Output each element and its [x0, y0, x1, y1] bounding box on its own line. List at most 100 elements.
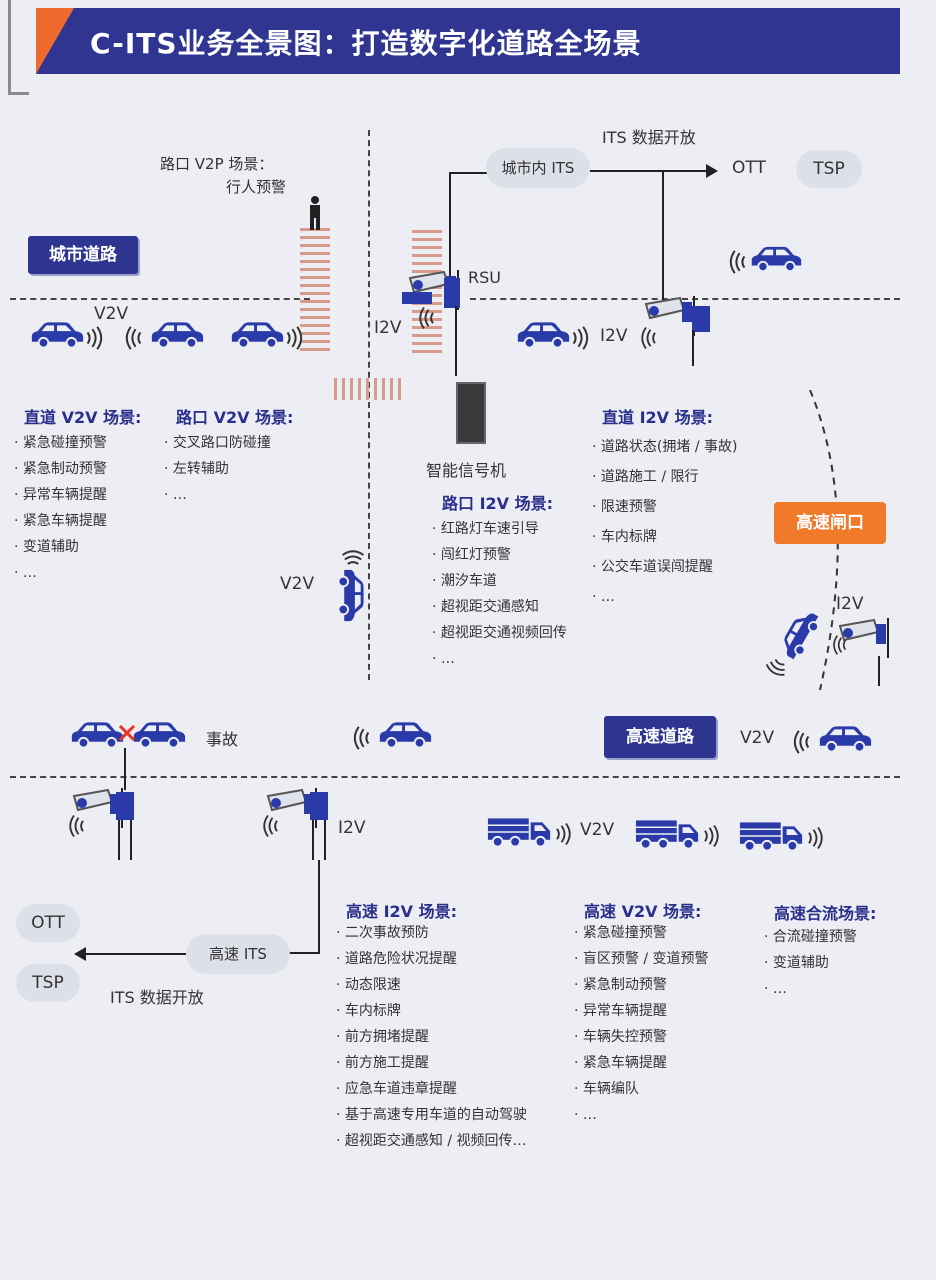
- ott-label: OTT: [732, 158, 766, 178]
- crosswalk-vertical: [300, 228, 330, 351]
- hw-merge-title: 高速合流场景:: [774, 904, 877, 923]
- list-item: 道路施工 / 限行: [592, 462, 737, 492]
- list-item: 闯红灯预警: [432, 542, 567, 568]
- corner-frame: [8, 0, 29, 95]
- list-item: 前方拥堵提醒: [336, 1024, 527, 1050]
- list-item: 超视距交通视频回传: [432, 620, 567, 646]
- list-item: 动态限速: [336, 972, 527, 998]
- title-banner: [36, 8, 900, 74]
- car-icon: [148, 320, 206, 350]
- rsu-unit-icon: [310, 792, 328, 820]
- urban-road-vertical-line: [368, 130, 370, 680]
- list-item: 公交车道误闯提醒: [592, 552, 737, 582]
- list-item: 超视距交通感知: [432, 594, 567, 620]
- car-icon: [816, 724, 874, 754]
- straight-v2v-title: 直道 V2V 场景:: [24, 408, 142, 427]
- car-icon: [336, 566, 366, 624]
- v2p-title: 路口 V2P 场景：: [160, 155, 274, 173]
- list-item: 紧急车辆提醒: [14, 508, 107, 534]
- junction-i2v-list: 红路灯车速引导 闯红灯预警 潮汐车道 超视距交通感知 超视距交通视频回传 …: [432, 516, 567, 672]
- car-icon: [28, 320, 86, 350]
- highway-tsp-cloud: TSP: [16, 964, 80, 1002]
- list-item: 紧急制动预警: [14, 456, 107, 482]
- list-item: 潮汐车道: [432, 568, 567, 594]
- urban-road-line-left: [10, 298, 310, 300]
- car-icon: [748, 244, 804, 274]
- accident-label: 事故: [206, 730, 239, 749]
- list-item: 车辆失控预警: [574, 1024, 709, 1050]
- signal-waves-icon: [68, 814, 86, 838]
- its-open-label: ITS 数据开放: [602, 128, 696, 147]
- rsu-unit-icon: [116, 792, 134, 820]
- highway-v2v-label: V2V: [740, 728, 775, 748]
- truck-v2v-label: V2V: [580, 820, 615, 840]
- straight-v2v-list: 紧急碰撞预警 紧急制动预警 异常车辆提醒 紧急车辆提醒 变道辅助 …: [14, 430, 107, 586]
- city-its-cloud: 城市内 ITS: [486, 148, 590, 188]
- list-item: 道路状态(拥堵 / 事故): [592, 432, 738, 462]
- signal-waves-icon: [806, 826, 824, 850]
- highway-ott-cloud: OTT: [16, 904, 80, 942]
- i2v-label-left: I2V: [374, 318, 402, 338]
- i2v-label-right: I2V: [600, 326, 628, 346]
- arrow-left-icon: [74, 947, 86, 961]
- signal-waves-icon: [792, 730, 812, 754]
- accident-link-line: [124, 748, 126, 790]
- signal-waves-icon: [124, 326, 144, 350]
- straight-i2v-title: 直道 I2V 场景:: [602, 408, 714, 427]
- list-item: 紧急碰撞预警: [574, 920, 709, 946]
- cloud-to-rsu-line: [662, 170, 664, 300]
- list-item: 前方施工提醒: [336, 1050, 527, 1076]
- signal-waves-icon: [570, 326, 590, 350]
- car-icon: [514, 320, 572, 350]
- signal-waves-icon: [341, 549, 365, 567]
- hw-i2v-list: 二次事故预防 道路危险状况提醒 动态限速 车内标牌 前方拥堵提醒 前方施工提醒 …: [336, 920, 527, 1154]
- v2v-label-vertical: V2V: [280, 574, 315, 594]
- list-item: 异常车辆提醒: [14, 482, 107, 508]
- rsu-pole: [324, 820, 326, 860]
- signal-controller-icon: [456, 382, 486, 444]
- list-item: 超视距交通感知 / 视频回传…: [336, 1128, 527, 1154]
- highway-rsu-line: [318, 860, 320, 954]
- list-item: 左转辅助: [164, 456, 271, 482]
- car-icon: [376, 720, 434, 750]
- straight-i2v-list: 道路状态(拥堵 / 事故) 道路施工 / 限行 限速预警 车内标牌 公交车道误闯…: [592, 432, 738, 612]
- arrow-right-icon: [706, 164, 718, 178]
- traffic-light-icon: [402, 292, 432, 304]
- list-item: …: [574, 1102, 709, 1128]
- hw-v2v-list: 紧急碰撞预警 盲区预警 / 变道预警 紧急制动预警 异常车辆提醒 车辆失控预警 …: [574, 920, 709, 1128]
- signal-waves-icon: [284, 326, 304, 350]
- rsu-pole: [130, 820, 132, 860]
- signal-waves-icon: [640, 326, 658, 350]
- highway-gate-badge: 高速闸口: [774, 502, 886, 544]
- rsu-label: RSU: [468, 268, 501, 287]
- junction-i2v-title: 路口 I2V 场景:: [442, 494, 554, 513]
- list-item: 盲区预警 / 变道预警: [574, 946, 709, 972]
- v2p-subtitle: 行人预警: [226, 178, 287, 196]
- truck-icon: [486, 816, 554, 850]
- hw-i2v-title: 高速 I2V 场景:: [346, 902, 458, 921]
- list-item: 限速预警: [592, 492, 737, 522]
- highway-its-open-arrow: [84, 953, 186, 955]
- list-item: 紧急车辆提醒: [574, 1050, 709, 1076]
- list-item: 异常车辆提醒: [574, 998, 709, 1024]
- list-item: …: [432, 646, 567, 672]
- signal-waves-icon: [352, 726, 372, 750]
- list-item: 车内标牌: [592, 522, 737, 552]
- signal-controller-label: 智能信号机: [426, 461, 507, 480]
- highway-its-cloud: 高速 ITS: [186, 934, 290, 974]
- rsu-pole: [692, 330, 694, 366]
- list-item: 车内标牌: [336, 998, 527, 1024]
- list-item: 基于高速专用车道的自动驾驶: [336, 1102, 527, 1128]
- truck-icon: [634, 818, 702, 852]
- rsu-pole: [118, 820, 120, 860]
- list-item: …: [764, 976, 857, 1002]
- pedestrian-icon: [310, 196, 320, 230]
- list-item: 应急车道违章提醒: [336, 1076, 527, 1102]
- list-item: 变道辅助: [14, 534, 107, 560]
- highway-i2v-label: I2V: [338, 818, 366, 838]
- signal-waves-icon: [728, 250, 748, 274]
- crash-x-icon: [118, 724, 136, 742]
- car-icon: [228, 320, 286, 350]
- signal-waves-icon: [554, 822, 572, 846]
- banner-accent: [36, 8, 74, 74]
